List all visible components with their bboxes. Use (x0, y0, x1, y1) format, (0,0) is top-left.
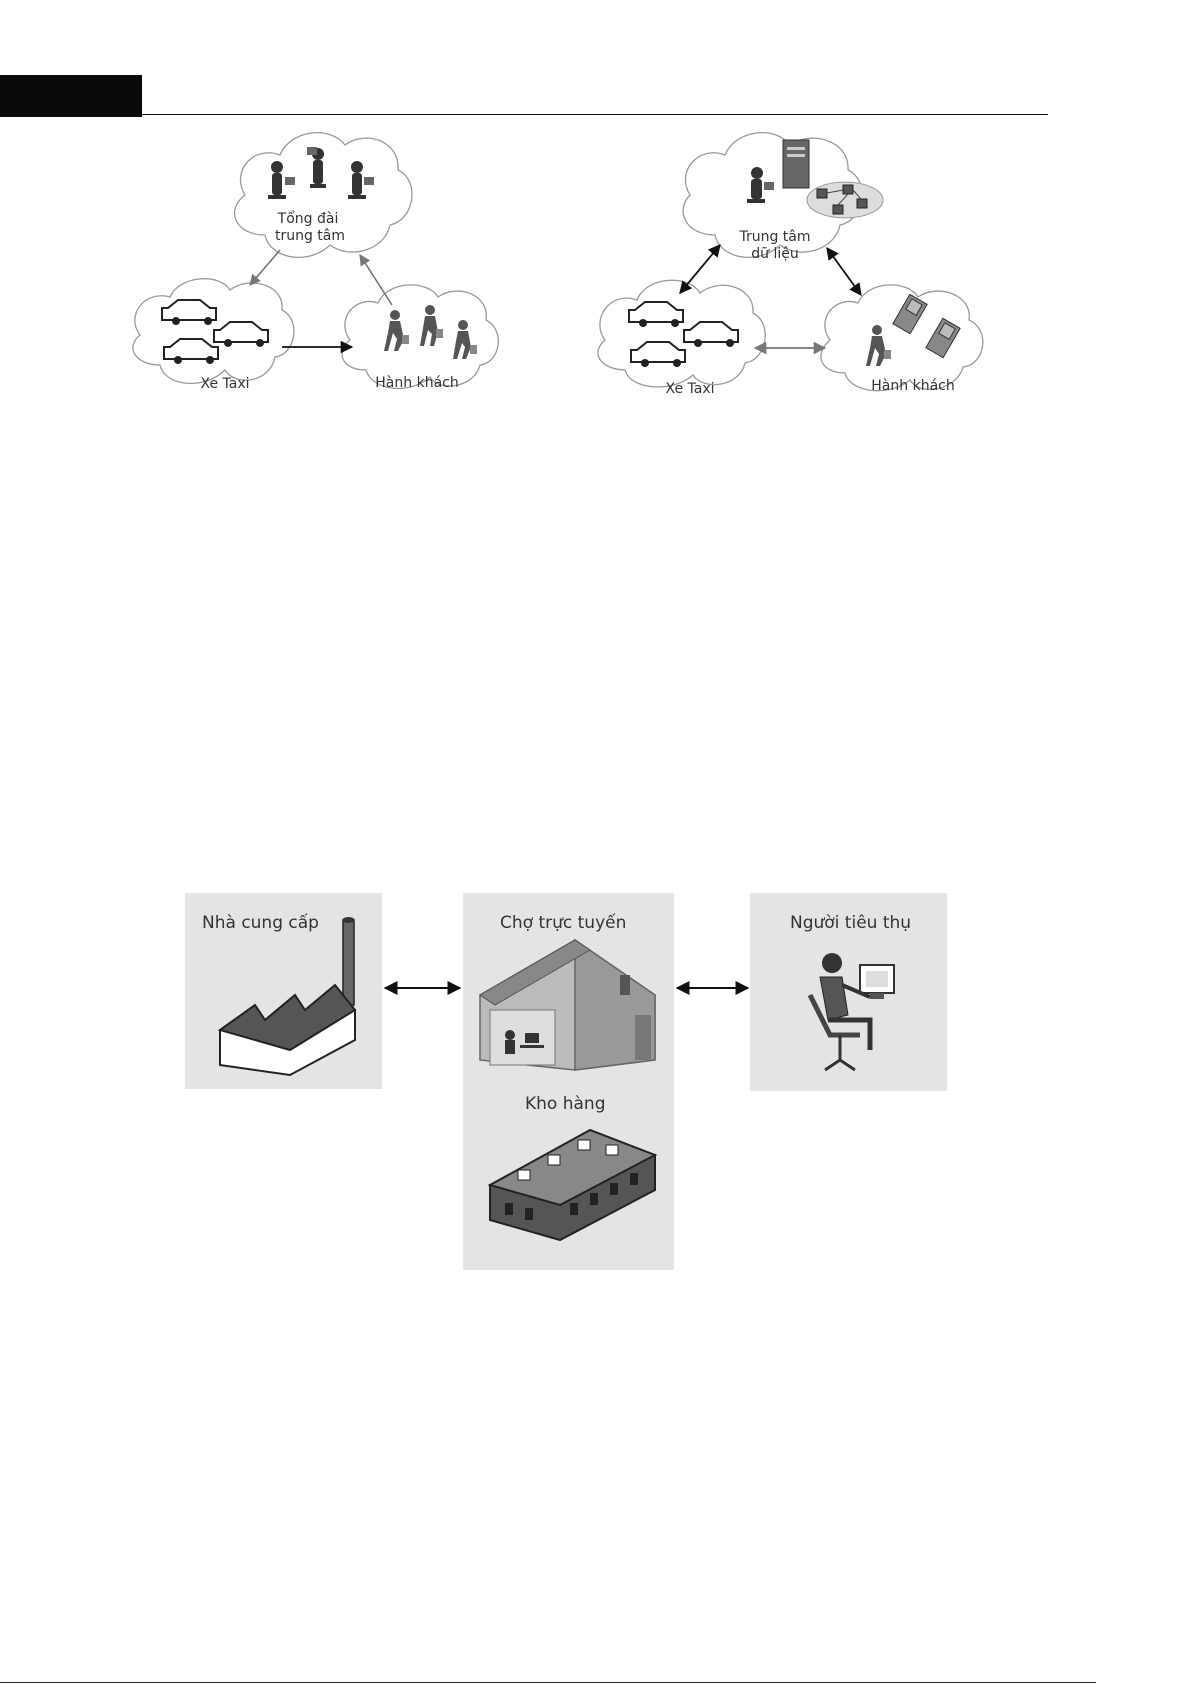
page-header-rule (142, 114, 1048, 115)
supplier-label: Nhà cung cấp (202, 912, 319, 933)
page-bottom-rule (0, 1682, 1096, 1683)
taxi-label: Xe Taxi (665, 381, 714, 397)
network-cloud-icon (807, 182, 883, 218)
center-label-line2: dữ liệu (751, 246, 798, 262)
page-header-block (0, 75, 142, 117)
consumer-label: Người tiêu thụ (790, 913, 911, 933)
arrow-passenger-to-center (360, 255, 392, 305)
passenger-label: Hành khách (871, 378, 954, 394)
cloud-passengers (342, 285, 498, 388)
warehouse-label: Kho hàng (525, 1094, 605, 1114)
server-icon (783, 140, 809, 188)
taxi-dispatch-diagram-datacenter: Trung tâm dữ liệu Xe Taxi Hành khách (595, 125, 1015, 445)
arrow-center-passenger (827, 248, 861, 295)
taxi-label: Xe Taxi (200, 376, 249, 392)
cloud-passengers (821, 285, 983, 391)
arrow-center-to-taxi (250, 250, 280, 285)
center-label-line1: Trung tâm (738, 229, 810, 245)
online-market-diagram: Nhà cung cấp Chợ trực tuyến Kho hàng (180, 885, 960, 1270)
passenger-label: Hành khách (375, 375, 458, 391)
cloud-taxis (598, 280, 765, 387)
center-label-line2: trung tâm (275, 228, 345, 244)
taxi-dispatch-diagram-traditional: Tổng đài trung tâm Xe Taxi Hành khách (130, 125, 530, 445)
center-label-line1: Tổng đài (277, 210, 339, 227)
market-label: Chợ trực tuyến (500, 912, 626, 933)
